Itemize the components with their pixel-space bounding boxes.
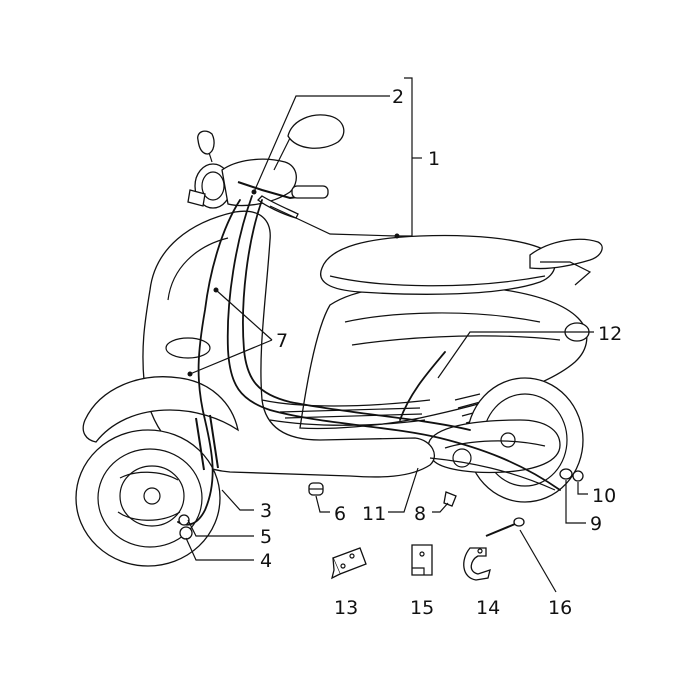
leader-lines [185, 77, 594, 593]
part-13-clamp [331, 547, 367, 580]
front-brake-cable [177, 199, 241, 526]
engine-unit [427, 419, 561, 474]
part-15-bracket [411, 544, 433, 576]
right-mirror [287, 114, 345, 149]
callout-labels: 1 2 3 4 5 6 7 8 9 10 11 12 13 14 15 16 [260, 86, 622, 619]
choke-cable [399, 351, 446, 421]
callout-6: 6 [334, 503, 346, 525]
callout-13: 13 [334, 597, 358, 619]
callout-2: 2 [392, 86, 404, 108]
brake-lever-right [257, 195, 299, 219]
callout-4: 4 [260, 550, 272, 572]
callout-14: 14 [476, 597, 500, 619]
part-14-clip [463, 547, 491, 581]
part-6-grommet [308, 482, 324, 496]
callout-3: 3 [260, 500, 272, 522]
part-9-adjuster [559, 468, 584, 482]
left-mirror [197, 130, 215, 155]
callout-5: 5 [260, 526, 272, 548]
left-grip [187, 189, 206, 207]
callout-12: 12 [598, 323, 622, 345]
part-8-screw [443, 491, 457, 507]
callout-15: 15 [410, 597, 434, 619]
callout-8: 8 [414, 503, 426, 525]
callout-16: 16 [548, 597, 572, 619]
scooter-illustration [75, 114, 603, 567]
rear-rack [529, 238, 603, 270]
control-cables [177, 195, 561, 526]
throttle-cable [242, 199, 471, 431]
front-fork [195, 414, 219, 471]
callout-11: 11 [362, 503, 386, 525]
part-4-5-adjuster-nut [178, 514, 193, 540]
part-16-bolt [485, 517, 525, 537]
right-grip [291, 185, 329, 199]
callout-10: 10 [592, 485, 616, 507]
front-wheel [75, 429, 221, 567]
callout-9: 9 [590, 513, 602, 535]
rear-brake-cable [226, 195, 561, 491]
callout-7: 7 [276, 330, 288, 352]
loose-parts [178, 468, 584, 581]
callout-1: 1 [428, 148, 440, 170]
